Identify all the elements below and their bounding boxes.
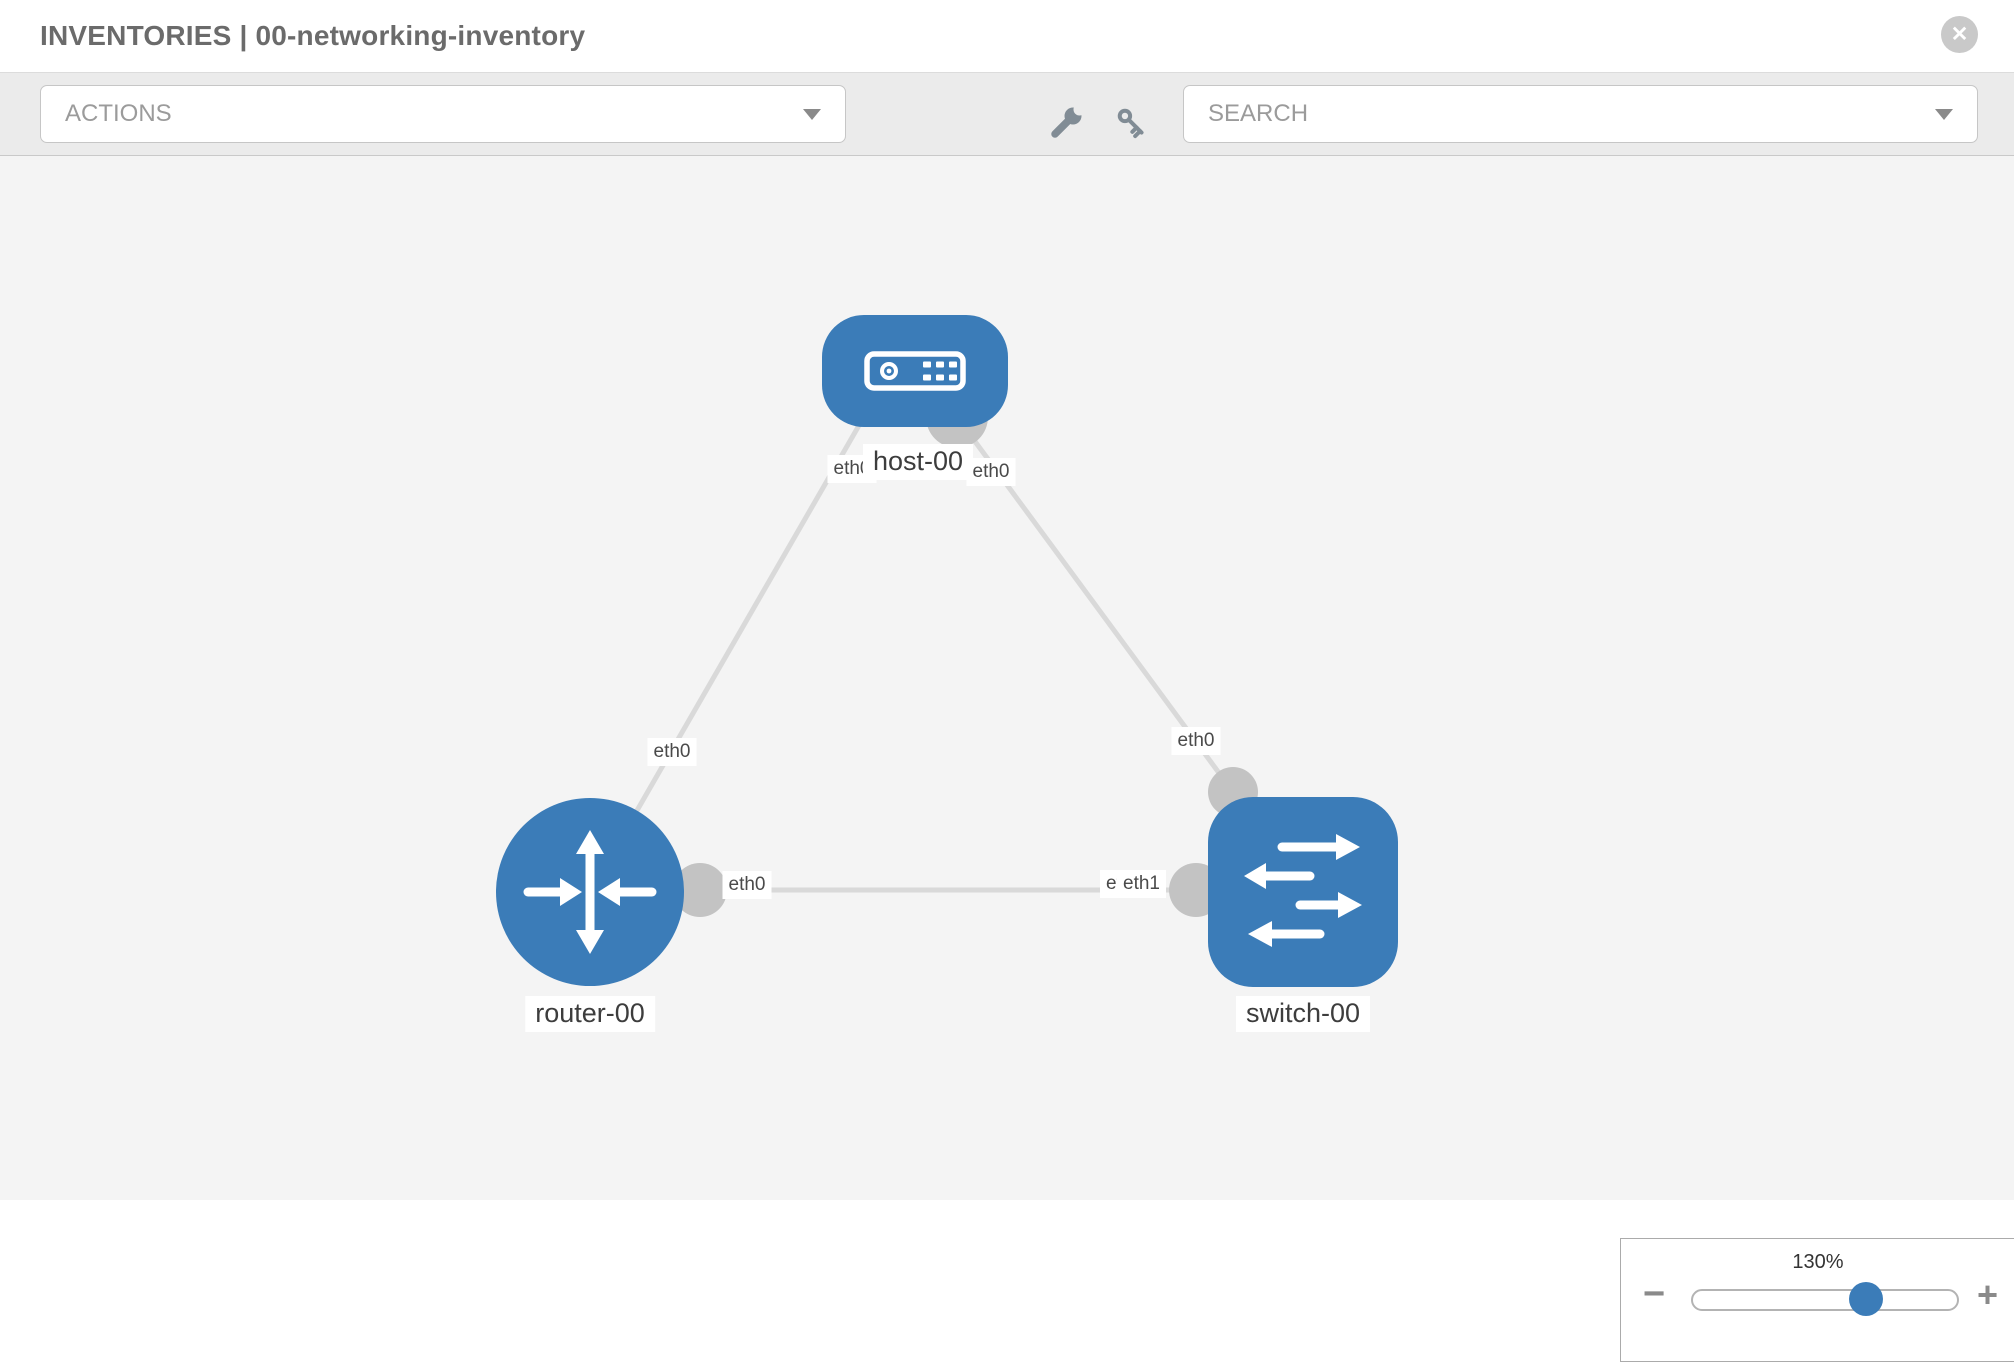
close-button[interactable]: ✕ (1941, 16, 1978, 53)
key-icon (1117, 108, 1144, 139)
zoom-panel: 130% − + (1620, 1238, 2014, 1362)
plus-icon: + (1977, 1274, 1999, 1315)
close-icon: ✕ (1950, 23, 1969, 46)
toolbar: ACTIONS SEARCH (0, 72, 2014, 156)
topology-canvas[interactable]: eth0 host-00 eth0 eth0 eth0 eth0 eth1 et… (0, 156, 2014, 1362)
interface-chip-router-top: eth0 (647, 738, 697, 766)
zoom-slider-thumb[interactable] (1849, 1282, 1883, 1316)
zoom-slider-track[interactable] (1691, 1282, 1959, 1316)
interface-circle-router-right[interactable] (673, 863, 727, 917)
router-icon (523, 830, 657, 954)
zoom-level: 130% (1792, 1251, 1844, 1273)
actions-dropdown[interactable]: ACTIONS (40, 85, 846, 143)
key-button[interactable] (1104, 95, 1160, 151)
node-label-host: host-00 (862, 444, 974, 480)
node-label-router: router-00 (525, 996, 655, 1032)
zoom-in-button[interactable]: + (1977, 1277, 1998, 1313)
search-dropdown-label: SEARCH (1208, 100, 1309, 127)
search-dropdown[interactable]: SEARCH (1183, 85, 1978, 143)
host-icon (864, 351, 966, 391)
node-host[interactable] (822, 315, 1008, 427)
interface-chip-host-right: eth0 (966, 458, 1016, 486)
actions-dropdown-label: ACTIONS (65, 100, 172, 127)
switch-icon (1244, 834, 1362, 947)
wrench-icon (1051, 103, 1086, 138)
header: INVENTORIES | 00-networking-inventory ✕ (0, 0, 2014, 72)
topology-svg (496, 315, 1398, 987)
page-title: INVENTORIES | 00-networking-inventory (40, 20, 586, 51)
node-switch[interactable] (1208, 797, 1398, 987)
chevron-down-icon (803, 108, 821, 120)
node-label-switch: switch-00 (1235, 996, 1371, 1032)
interface-chip-switch-top: eth0 (1171, 727, 1221, 755)
interface-chip-mid-router-end: eth0 (722, 871, 772, 899)
chevron-down-icon (1935, 108, 1953, 120)
interface-chip-mid-switch-end-front: eth1 (1117, 870, 1166, 898)
tools-button[interactable] (1038, 95, 1094, 151)
node-router[interactable] (496, 798, 684, 986)
zoom-out-button[interactable]: − (1643, 1275, 1665, 1313)
minus-icon: − (1643, 1273, 1666, 1315)
